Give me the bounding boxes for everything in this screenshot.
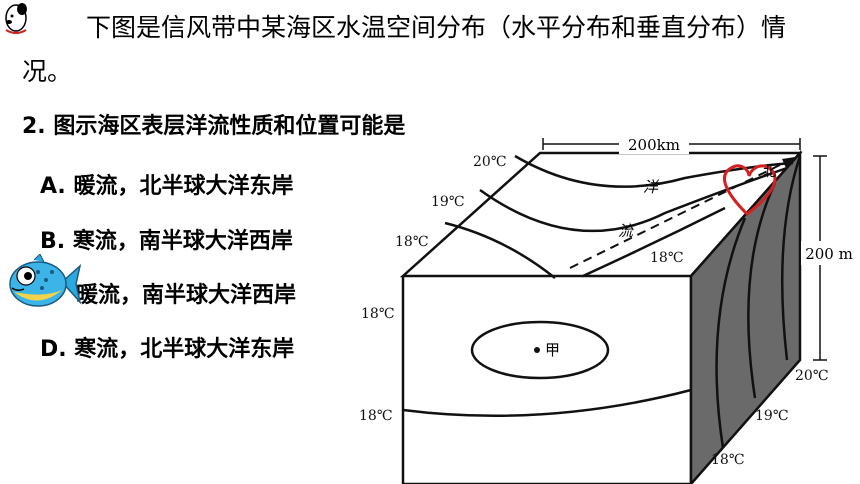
current-label-2: 流 [618, 222, 635, 240]
front-closed-isotherm [470, 320, 610, 380]
side-isotherm-18 [715, 217, 747, 449]
north-label: 北 [763, 165, 776, 180]
top-isotherm-18-left [444, 221, 556, 279]
option-letter: A. [40, 174, 66, 199]
front-isotherm-18 [402, 388, 692, 418]
option-text: 暖流，北半球大洋东岸 [73, 174, 294, 199]
label-18-front-upper: 18℃ [361, 306, 394, 322]
top-isotherm-19 [479, 166, 788, 233]
question-stem: 2. 图示海区表层洋流性质和位置可能是 [22, 114, 406, 139]
top-isotherm-18-right [582, 206, 726, 278]
label-19-side: 19℃ [755, 408, 788, 424]
ocean-temperature-block-diagram: 200km 200 m 洋 流 北 甲 20℃ 19℃ 18℃ 18℃ 18℃ … [359, 134, 857, 484]
snoopy-icon [5, 3, 27, 34]
label-20-top: 20℃ [473, 154, 506, 170]
heart-icon [722, 164, 777, 216]
current-label-1: 洋 [643, 178, 660, 196]
label-18-top-left: 18℃ [395, 234, 428, 250]
option-b[interactable]: B. 寒流，南半球大洋西岸 [40, 223, 293, 255]
option-text: 寒流，南半球大洋西岸 [72, 229, 293, 254]
option-a[interactable]: A. 暖流，北半球大洋东岸 [40, 168, 293, 200]
point-jia-dot [534, 347, 540, 353]
option-text: 寒流，北半球大洋东岸 [74, 337, 295, 362]
label-19-top: 19℃ [431, 194, 464, 210]
arrow-head [782, 157, 795, 168]
fish-cartoon-icon [9, 254, 82, 307]
label-18-top-right: 18℃ [650, 250, 683, 266]
option-text: 暖流，南半球大洋西岸 [76, 283, 297, 308]
side-isotherm-20 [780, 155, 802, 361]
side-isotherm-19 [747, 182, 777, 399]
option-letter: B. [40, 229, 66, 254]
option-c[interactable]: 暖流，南半球大洋西岸 [76, 277, 296, 309]
front-face-outline [401, 276, 693, 484]
width-label: 200km [628, 136, 680, 154]
depth-label: 200 m [805, 245, 853, 263]
label-18-front-lower: 18℃ [359, 408, 392, 424]
option-d[interactable]: D. 寒流，北半球大洋东岸 [40, 331, 294, 363]
label-18-side: 18℃ [711, 452, 744, 468]
point-label: 甲 [545, 341, 560, 359]
intro-paragraph: 下图是信风带中某海区水温空间分布（水平分布和垂直分布）情况。 [22, 13, 787, 86]
option-letter: D. [40, 337, 67, 362]
label-20-side: 20℃ [795, 368, 828, 384]
current-direction-arrow [569, 159, 791, 269]
